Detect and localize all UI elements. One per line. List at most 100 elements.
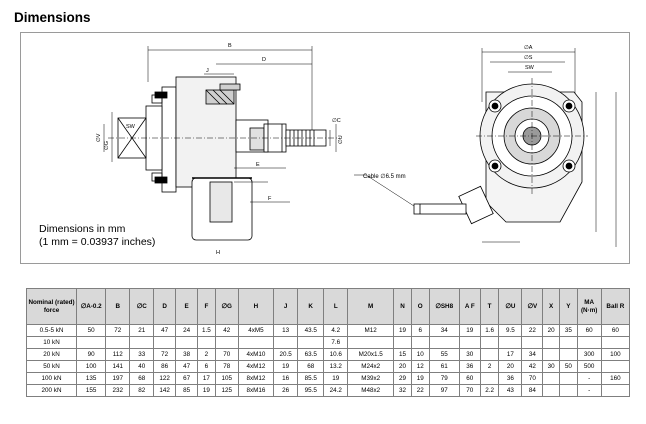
table-cell xyxy=(479,336,500,349)
table-row-label: 50 kN xyxy=(25,360,78,373)
technical-drawing: ∅A ∅S SW B J D E SW ∅V ∅G ∅U ∅C F H xyxy=(95,43,617,256)
table-header: ∅A-0.2 xyxy=(76,288,107,325)
table-cell: 95.5 xyxy=(297,384,325,397)
table-cell xyxy=(576,336,602,349)
table-cell xyxy=(237,336,275,349)
dimensions-note-line2: (1 mm = 0.03937 inches) xyxy=(39,236,156,248)
table-cell: 43 xyxy=(498,384,523,397)
table-cell xyxy=(214,336,239,349)
table-header: MA (N·m) xyxy=(576,288,602,325)
table-cell xyxy=(600,384,631,397)
label-sw-side: SW xyxy=(126,124,136,130)
table-header: D xyxy=(153,288,177,325)
table-cell: 60 xyxy=(576,324,602,337)
table-cell: 85.5 xyxy=(297,372,325,385)
table-cell: 33 xyxy=(129,348,155,361)
table-cell: 112 xyxy=(105,348,131,361)
table-cell: 141 xyxy=(105,360,131,373)
table-header: Y xyxy=(558,288,578,325)
table-header: A F xyxy=(458,288,481,325)
table-cell: 100 xyxy=(76,360,107,373)
label-E: E xyxy=(256,162,260,168)
table-cell: 300 xyxy=(576,348,602,361)
table-header: E xyxy=(175,288,199,325)
table-cell: 1.5 xyxy=(197,324,216,337)
table-cell: 70 xyxy=(458,384,481,397)
table-cell xyxy=(542,336,560,349)
table-cell: - xyxy=(576,372,602,385)
table-header: ∅G xyxy=(214,288,239,325)
table-header-row: Nominal (rated) force ∅A-0.2 B ∅C D E F … xyxy=(25,288,631,325)
table-cell xyxy=(410,336,430,349)
table-cell xyxy=(479,348,500,361)
table-cell xyxy=(428,336,460,349)
table-cell: 20 xyxy=(542,324,560,337)
table-cell: 35 xyxy=(558,324,578,337)
table-header: N xyxy=(393,288,412,325)
table-cell: 12 xyxy=(410,360,430,373)
table-cell xyxy=(297,336,325,349)
table-cell: 4xM10 xyxy=(237,348,275,361)
table-cell: M39x2 xyxy=(347,372,395,385)
table-header: Nominal (rated) force xyxy=(25,288,78,325)
label-oS: ∅S xyxy=(524,54,533,61)
table-cell: 13.2 xyxy=(323,360,349,373)
table-cell: 47 xyxy=(153,324,177,337)
table-cell: 10 xyxy=(410,348,430,361)
table-cell: 9.5 xyxy=(498,324,523,337)
table-cell: 30 xyxy=(458,348,481,361)
table-header: ∅U xyxy=(498,288,523,325)
table-cell: 43.5 xyxy=(297,324,325,337)
table-cell: 47 xyxy=(175,360,199,373)
table-header: O xyxy=(410,288,430,325)
table-cell: 34 xyxy=(428,324,460,337)
label-oC: ∅C xyxy=(332,117,341,124)
table-cell xyxy=(542,372,560,385)
table-cell xyxy=(498,336,523,349)
table-cell xyxy=(558,348,578,361)
table-cell: 22 xyxy=(410,384,430,397)
table-cell: 232 xyxy=(105,384,131,397)
dimensions-note: Dimensions in mm (1 mm = 0.03937 inches) xyxy=(39,223,155,249)
table-cell xyxy=(479,372,500,385)
table-cell: 22 xyxy=(521,324,544,337)
table-cell: 125 xyxy=(214,384,239,397)
table-row-label: 200 kN xyxy=(25,384,78,397)
table-header: B xyxy=(105,288,131,325)
table-header: H xyxy=(237,288,275,325)
label-oA: ∅A xyxy=(524,44,533,51)
table-header: K xyxy=(297,288,325,325)
table-cell: 55 xyxy=(428,348,460,361)
table-cell: 61 xyxy=(428,360,460,373)
table-cell: 38 xyxy=(175,348,199,361)
table-cell xyxy=(600,336,631,349)
page-title: Dimensions xyxy=(14,10,91,25)
table-header: ∅V xyxy=(521,288,544,325)
table-cell: 79 xyxy=(428,372,460,385)
side-view xyxy=(103,46,340,241)
table-cell: 24.2 xyxy=(323,384,349,397)
table-cell: M12 xyxy=(347,324,395,337)
table-cell: 68 xyxy=(129,372,155,385)
table-cell: 24 xyxy=(175,324,199,337)
table-cell: 2 xyxy=(479,360,500,373)
table-cell: 70 xyxy=(521,372,544,385)
table-cell: 85 xyxy=(175,384,199,397)
label-D: D xyxy=(262,57,266,63)
table-cell: 10.6 xyxy=(323,348,349,361)
table-row-label: 20 kN xyxy=(25,348,78,361)
table-cell: 19 xyxy=(393,324,412,337)
table-cell: 105 xyxy=(214,372,239,385)
table-cell: 29 xyxy=(393,372,412,385)
table-cell xyxy=(175,336,199,349)
table-cell: 4xM12 xyxy=(237,360,275,373)
table-cell: 97 xyxy=(428,384,460,397)
table-cell: 34 xyxy=(521,348,544,361)
table-cell: 68 xyxy=(297,360,325,373)
table-cell: M24x2 xyxy=(347,360,395,373)
table-cell: 19 xyxy=(323,372,349,385)
table-cell: 17 xyxy=(197,372,216,385)
table-cell: 42 xyxy=(521,360,544,373)
table-cell: 32 xyxy=(393,384,412,397)
